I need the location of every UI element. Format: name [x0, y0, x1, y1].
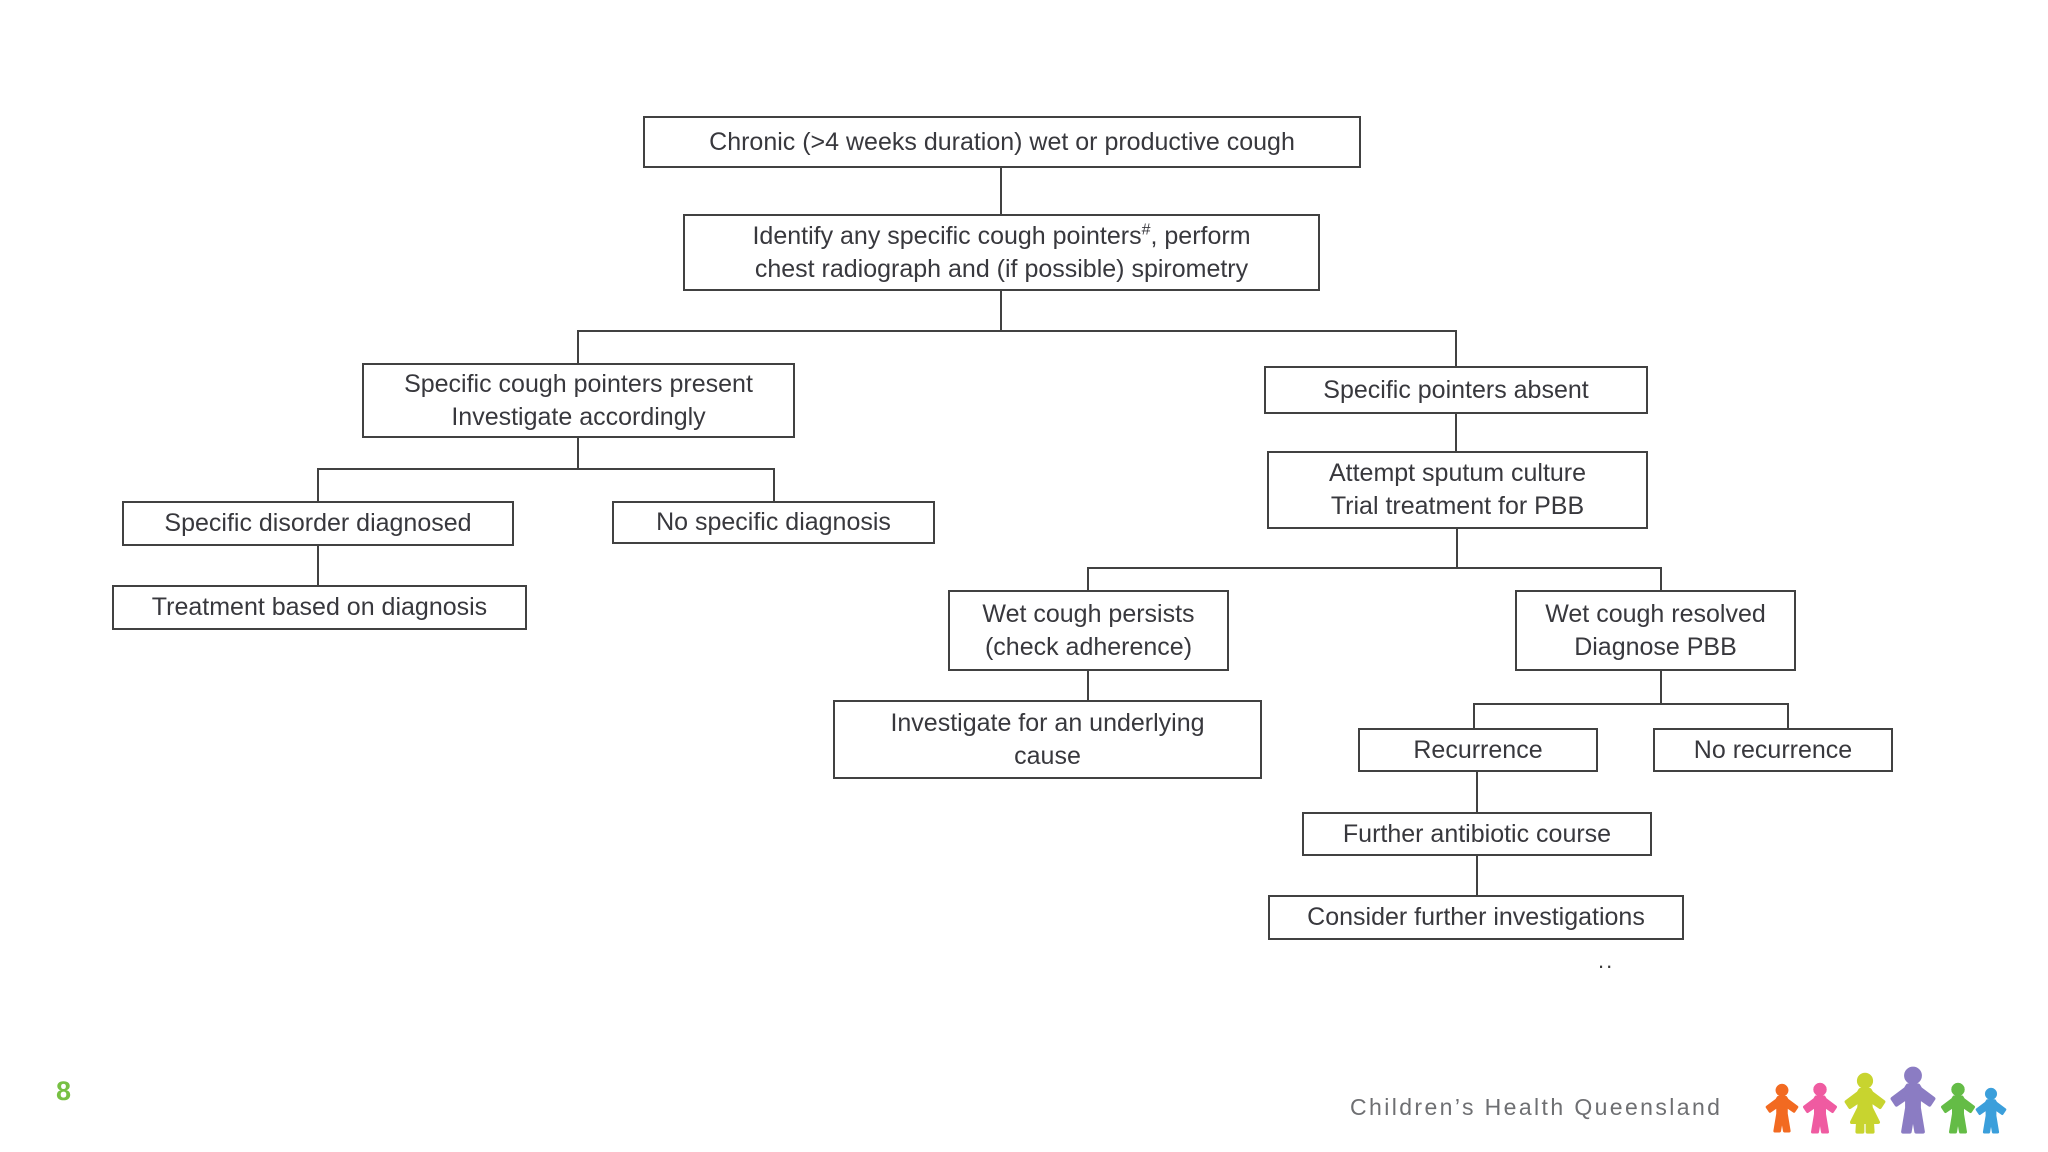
identify-line1-text: Identify any specific cough pointers: [752, 221, 1142, 250]
flow-node-identify-pointers-line1: Identify any specific cough pointers#, p…: [752, 220, 1250, 253]
flow-node-recurrence: Recurrence: [1358, 728, 1598, 772]
connector-resolved-stem: [1660, 671, 1662, 705]
flow-node-sputum-culture: Attempt sputum culture Trial treatment f…: [1267, 451, 1648, 529]
flow-node-no-recurrence: No recurrence: [1653, 728, 1893, 772]
underlying-line2: cause: [1014, 741, 1081, 770]
logo-figure-green: [1941, 1081, 1975, 1134]
further-antibiotic-text: Further antibiotic course: [1342, 819, 1612, 848]
persists-line1: Wet cough persists: [982, 599, 1195, 628]
connector-present-stem: [577, 438, 579, 470]
children-family-logo: [1765, 1065, 2007, 1134]
connector-identify-stem: [1000, 291, 1002, 332]
pointers-present-line1: Specific cough pointers present: [404, 369, 753, 398]
flow-node-identify-pointers-line2: chest radiograph and (if possible) spiro…: [754, 254, 1249, 283]
flow-node-identify-pointers: Identify any specific cough pointers#, p…: [683, 214, 1320, 291]
disorder-diagnosed-text: Specific disorder diagnosed: [164, 509, 472, 537]
logo-figure-purple: [1890, 1065, 1936, 1134]
flow-node-further-antibiotic: Further antibiotic course: [1302, 812, 1652, 856]
no-recurrence-text: No recurrence: [1693, 735, 1853, 764]
recurrence-text: Recurrence: [1413, 735, 1543, 764]
flow-node-pointers-present: Specific cough pointers present Investig…: [362, 363, 795, 438]
connector-level1-branch: [577, 330, 1457, 332]
identify-superscript: #: [1141, 221, 1151, 239]
underlying-line1: Investigate for an underlying: [890, 708, 1205, 737]
connector-antibiotic-consider: [1476, 856, 1478, 895]
flow-node-consider-investigations: Consider further investigations: [1268, 895, 1684, 940]
flow-node-chronic-cough: Chronic (>4 weeks duration) wet or produ…: [643, 116, 1361, 168]
flow-node-chronic-cough-text: Chronic (>4 weeks duration) wet or produ…: [709, 127, 1295, 156]
connector-disorder-treatment: [317, 546, 319, 585]
flow-node-no-specific-diagnosis: No specific diagnosis: [612, 501, 935, 544]
connector-drop-no-diagnosis: [773, 468, 775, 501]
flow-node-wet-cough-persists: Wet cough persists (check adherence): [948, 590, 1229, 671]
no-specific-diagnosis-text: No specific diagnosis: [656, 508, 891, 536]
connector-sputum-stem: [1456, 529, 1458, 569]
page-number: 8: [56, 1076, 72, 1106]
logo-figure-blue: [1975, 1086, 2007, 1134]
resolved-line2: Diagnose PBB: [1574, 632, 1737, 661]
treatment-diagnosis-text: Treatment based on diagnosis: [151, 593, 488, 621]
sputum-line1: Attempt sputum culture: [1328, 459, 1587, 487]
logo-figure-orange: [1765, 1082, 1799, 1133]
connector-drop-no-recurrence: [1787, 703, 1789, 728]
persists-line2: (check adherence): [984, 632, 1193, 661]
flow-node-wet-cough-resolved: Wet cough resolved Diagnose PBB: [1515, 590, 1796, 671]
connector-drop-present: [577, 330, 579, 363]
logo-figure-lime: [1844, 1071, 1886, 1134]
stray-ditto-mark: ..: [1598, 948, 1615, 973]
resolved-line1: Wet cough resolved: [1545, 599, 1766, 628]
connector-chronic-identify: [1000, 168, 1002, 214]
connector-drop-disorder: [317, 468, 319, 501]
sputum-line2: Trial treatment for PBB: [1330, 492, 1585, 520]
pointers-absent-text: Specific pointers absent: [1323, 375, 1589, 404]
flow-node-investigate-underlying: Investigate for an underlying cause: [833, 700, 1262, 779]
connector-persists-underlying: [1087, 671, 1089, 700]
flow-node-treatment-diagnosis: Treatment based on diagnosis: [112, 585, 527, 630]
connector-mid-branch: [1087, 567, 1662, 569]
connector-drop-recurrence: [1473, 703, 1475, 728]
identify-line1-tail: , perform: [1150, 221, 1251, 250]
connector-recurrence-branch: [1473, 703, 1789, 705]
flow-node-disorder-diagnosed: Specific disorder diagnosed: [122, 501, 514, 546]
connector-recurrence-antibiotic: [1476, 772, 1478, 812]
connector-left-branch: [317, 468, 775, 470]
consider-investigations-text: Consider further investigations: [1307, 903, 1645, 931]
pointers-present-line2: Investigate accordingly: [451, 402, 706, 431]
connector-absent-sputum: [1455, 414, 1457, 451]
logo-figure-pink: [1803, 1081, 1837, 1134]
connector-drop-persists: [1087, 567, 1089, 590]
connector-drop-absent: [1455, 330, 1457, 366]
connector-drop-resolved: [1660, 567, 1662, 590]
brand-wordmark: Children’s Health Queensland: [1350, 1094, 1723, 1120]
flow-node-pointers-absent: Specific pointers absent: [1264, 366, 1648, 414]
